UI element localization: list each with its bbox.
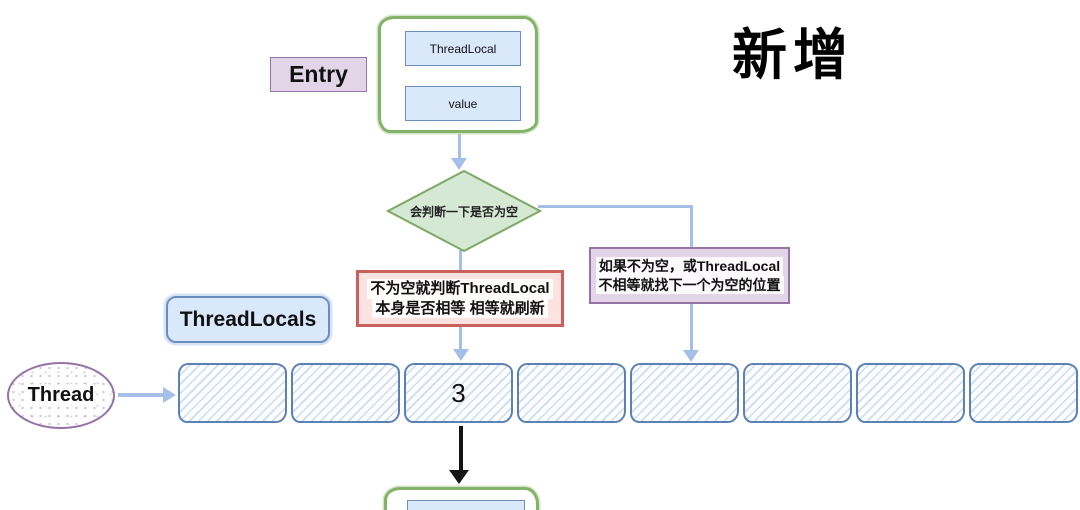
entry-field-threadlocal: ThreadLocal	[405, 31, 521, 66]
entry-field-value: value	[405, 86, 521, 121]
slot-cell-1	[178, 363, 287, 423]
arrow-decision-right-horizontal	[538, 205, 693, 208]
probe-note-line1: 如果不为空，或ThreadLocal	[595, 257, 784, 276]
slot-cell-7	[856, 363, 965, 423]
refresh-note-line1: 不为空就判断ThreadLocal	[367, 278, 553, 299]
arrow-thread-to-array	[118, 393, 166, 397]
arrowhead-thread-to-array	[163, 387, 176, 403]
slot-cell-8	[969, 363, 1078, 423]
probe-note: 如果不为空，或ThreadLocal 不相等就找下一个为空的位置	[589, 247, 790, 304]
thread-node: Thread	[7, 362, 115, 429]
arrow-slot3-to-entry	[459, 426, 463, 472]
diagram-title: 新增	[731, 24, 854, 86]
slot-cell-4	[517, 363, 626, 423]
slot-cell-6	[743, 363, 852, 423]
entry-node: ThreadLocal value	[378, 16, 538, 133]
arrowhead-to-slot5	[683, 350, 699, 362]
threadlocals-label: ThreadLocals	[166, 296, 330, 343]
diamond-shape	[386, 169, 542, 253]
slot-cell-2	[291, 363, 400, 423]
entry-label: Entry	[270, 57, 367, 92]
arrowhead-slot3-to-entry	[449, 470, 469, 484]
bottom-entry-node	[384, 487, 539, 510]
thread-label: Thread	[25, 384, 97, 407]
refresh-note-line2: 本身是否相等 相等就刷新	[372, 298, 548, 319]
slot-cell-3: 3	[404, 363, 513, 423]
probe-note-line2: 不相等就找下一个为空的位置	[595, 275, 784, 294]
bottom-entry-field	[407, 500, 525, 510]
refresh-note: 不为空就判断ThreadLocal 本身是否相等 相等就刷新	[356, 270, 564, 327]
decision-diamond: 会判断一下是否为空	[386, 169, 542, 253]
arrow-entry-to-decision	[458, 134, 461, 160]
arrowhead-entry-to-decision	[451, 158, 467, 170]
arrowhead-to-slot3	[453, 349, 469, 361]
decision-label: 会判断一下是否为空	[409, 204, 518, 219]
slot-cell-5	[630, 363, 739, 423]
